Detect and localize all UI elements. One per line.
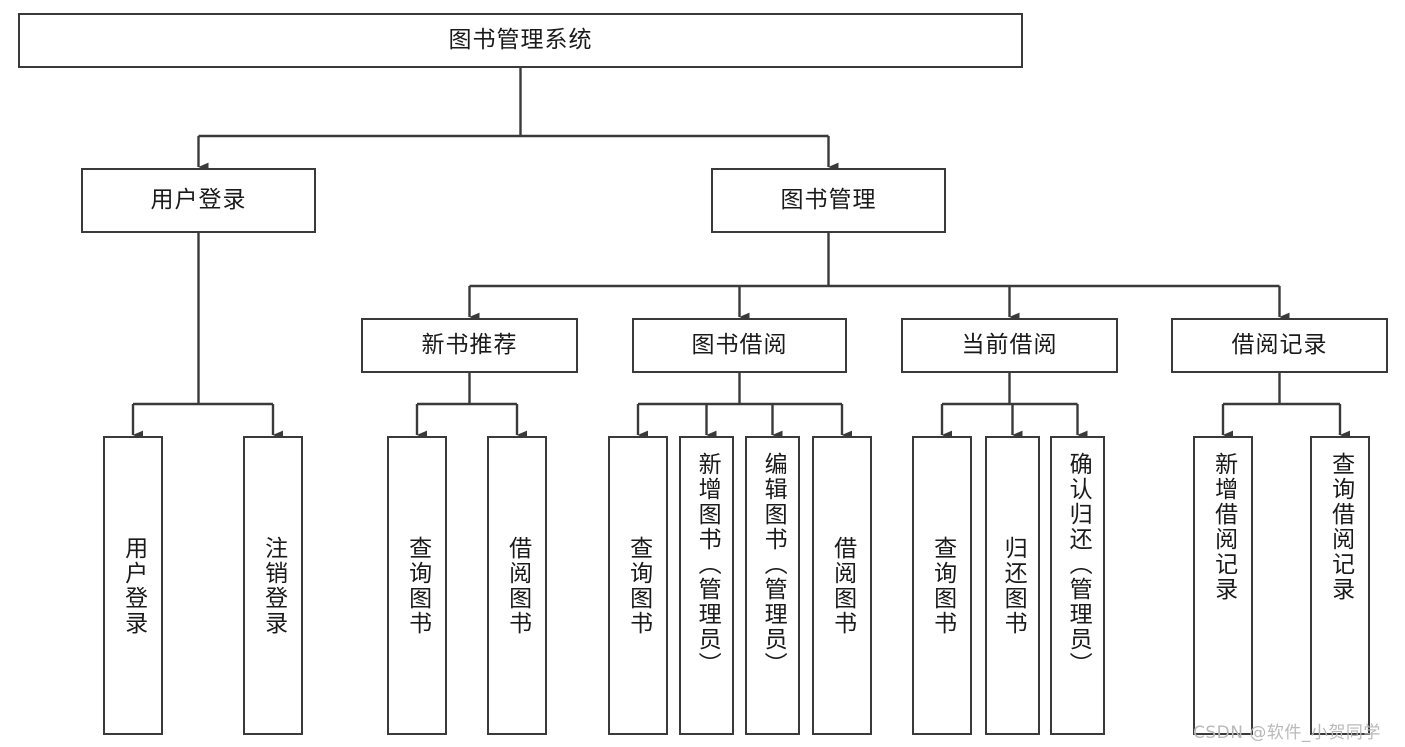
node-root[interactable]: 图书管理系统 (18, 13, 1023, 68)
node-label-leaf-borrow-book-2: 借阅图书 (829, 535, 856, 636)
node-user-login[interactable]: 用户登录 (81, 168, 316, 233)
node-label-leaf-return-book: 归还图书 (1000, 535, 1027, 636)
node-label-leaf-user-logout: 注销登录 (260, 535, 287, 636)
node-label-leaf-query-book-2: 查询图书 (625, 535, 652, 636)
node-label-leaf-query-record: 查询借阅记录 (1327, 452, 1354, 602)
node-label-user-login: 用户登录 (150, 186, 247, 213)
node-label-leaf-query-book-1: 查询图书 (404, 535, 431, 636)
node-book-manage[interactable]: 图书管理 (711, 168, 946, 233)
node-leaf-user-logout[interactable]: 注销登录 (243, 436, 303, 735)
node-label-leaf-add-record: 新增借阅记录 (1210, 452, 1237, 602)
node-leaf-query-book-3[interactable]: 查询图书 (912, 436, 972, 735)
node-leaf-add-book[interactable]: 新增图书（管理员） (679, 436, 734, 735)
node-label-leaf-add-book: 新增图书（管理员） (694, 452, 721, 677)
node-label-root: 图书管理系统 (448, 26, 593, 53)
node-label-borrow-record: 借阅记录 (1231, 331, 1328, 358)
node-label-book-borrow: 图书借阅 (691, 331, 788, 358)
node-label-leaf-query-book-3: 查询图书 (929, 535, 956, 636)
node-leaf-edit-book[interactable]: 编辑图书（管理员） (745, 436, 800, 735)
node-leaf-query-book-2[interactable]: 查询图书 (608, 436, 668, 735)
node-label-leaf-confirm-return: 确认归还（管理员） (1065, 452, 1092, 677)
node-leaf-user-login[interactable]: 用户登录 (103, 436, 163, 735)
node-leaf-add-record[interactable]: 新增借阅记录 (1193, 436, 1253, 735)
node-label-book-manage: 图书管理 (780, 186, 877, 213)
node-label-new-book-rec: 新书推荐 (421, 331, 518, 358)
node-borrow-record[interactable]: 借阅记录 (1171, 318, 1388, 373)
node-leaf-query-record[interactable]: 查询借阅记录 (1310, 436, 1370, 735)
node-label-current-borrow: 当前借阅 (961, 331, 1058, 358)
node-leaf-return-book[interactable]: 归还图书 (985, 436, 1040, 735)
watermark-text: CSDN @软件_小贺同学 (1193, 723, 1381, 743)
node-leaf-borrow-book-1[interactable]: 借阅图书 (487, 436, 547, 735)
node-label-leaf-edit-book: 编辑图书（管理员） (760, 452, 787, 677)
node-leaf-borrow-book-2[interactable]: 借阅图书 (812, 436, 872, 735)
node-leaf-confirm-return[interactable]: 确认归还（管理员） (1050, 436, 1105, 735)
node-leaf-query-book-1[interactable]: 查询图书 (387, 436, 447, 735)
node-new-book-rec[interactable]: 新书推荐 (361, 318, 578, 373)
node-current-borrow[interactable]: 当前借阅 (901, 318, 1118, 373)
node-label-leaf-borrow-book-1: 借阅图书 (504, 535, 531, 636)
node-label-leaf-user-login: 用户登录 (120, 535, 147, 636)
node-book-borrow[interactable]: 图书借阅 (632, 318, 847, 373)
